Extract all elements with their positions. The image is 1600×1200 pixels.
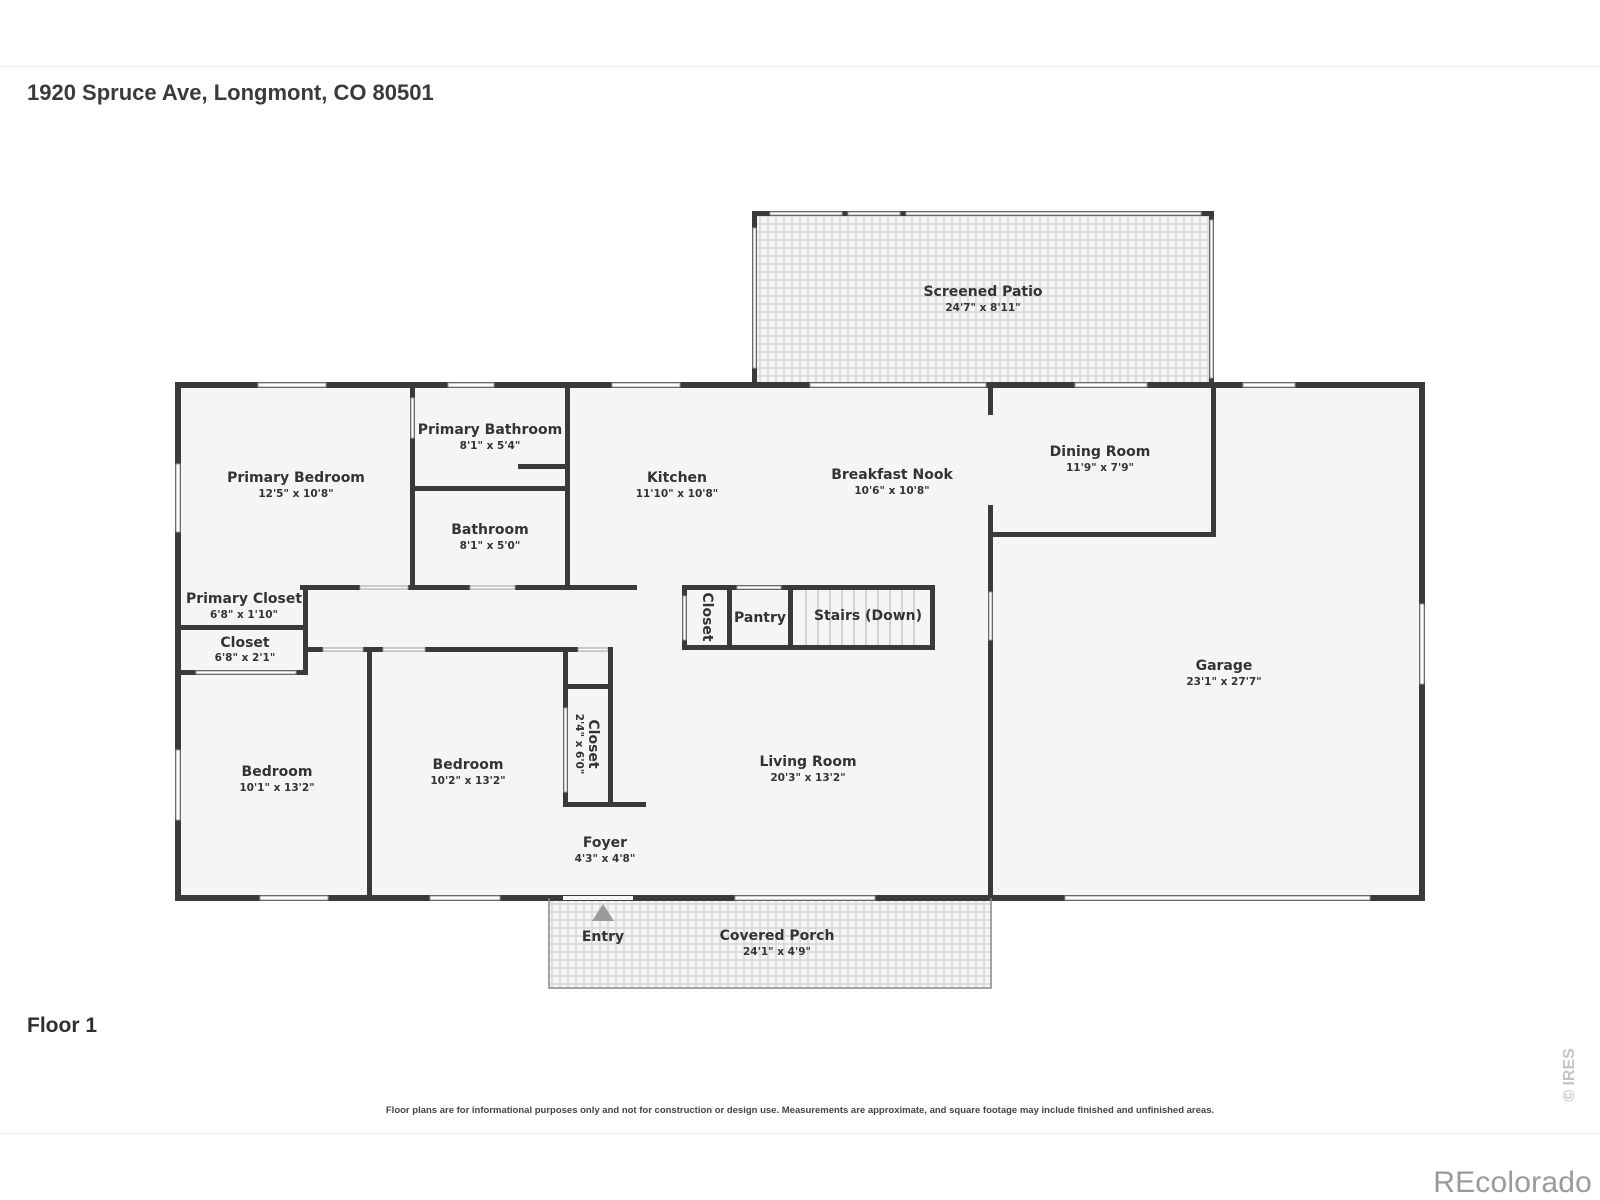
svg-text:Primary Bedroom: Primary Bedroom xyxy=(227,470,365,486)
svg-text:8'1" x 5'0": 8'1" x 5'0" xyxy=(460,540,521,552)
svg-text:6'8" x 2'1": 6'8" x 2'1" xyxy=(215,652,276,664)
svg-text:Pantry: Pantry xyxy=(734,610,786,626)
svg-text:Bathroom: Bathroom xyxy=(451,522,529,538)
svg-text:Primary Closet: Primary Closet xyxy=(186,591,302,607)
room-label-kitchen: Kitchen 11'10" x 10'8" xyxy=(636,470,719,500)
room-label-covered-porch: Covered Porch 24'1" x 4'9" xyxy=(720,928,835,958)
svg-text:10'1" x 13'2": 10'1" x 13'2" xyxy=(239,782,314,794)
svg-text:Bedroom: Bedroom xyxy=(242,764,313,780)
patio-walls xyxy=(752,211,1214,386)
room-label-bedroom: Bedroom 10'1" x 13'2" xyxy=(239,764,314,794)
covered-porch-floor xyxy=(549,898,991,988)
disclaimer-text: Floor plans are for informational purpos… xyxy=(385,1105,1215,1116)
room-label-primary-bathroom: Primary Bathroom 8'1" x 5'4" xyxy=(418,422,562,452)
svg-text:Dining Room: Dining Room xyxy=(1050,444,1151,460)
svg-text:24'1" x 4'9": 24'1" x 4'9" xyxy=(743,946,811,958)
room-label-dining-room: Dining Room 11'9" x 7'9" xyxy=(1050,444,1151,474)
svg-text:Bedroom: Bedroom xyxy=(433,757,504,773)
room-label-closet: Closet 6'8" x 2'1" xyxy=(215,635,276,664)
room-label-primary-closet: Primary Closet 6'8" x 1'10" xyxy=(186,591,302,621)
patio-window xyxy=(1209,219,1214,379)
svg-text:Stairs (Down): Stairs (Down) xyxy=(814,608,922,624)
porch-outline xyxy=(548,898,992,989)
room-label-living-room: Living Room 20'3" x 13'2" xyxy=(759,754,856,784)
interior-walls xyxy=(178,382,1216,899)
svg-text:Screened Patio: Screened Patio xyxy=(923,284,1042,300)
svg-text:10'2" x 13'2": 10'2" x 13'2" xyxy=(430,775,505,787)
room-label-primary-bedroom: Primary Bedroom 12'5" x 10'8" xyxy=(227,470,365,500)
address-title: 1920 Spruce Ave, Longmont, CO 80501 xyxy=(27,80,434,105)
svg-text:Living Room: Living Room xyxy=(759,754,856,770)
room-label-breakfast-nook: Breakfast Nook 10'6" x 10'8" xyxy=(831,467,953,497)
svg-text:24'7" x 8'11": 24'7" x 8'11" xyxy=(945,302,1020,314)
room-label-bedroom: Bedroom 10'2" x 13'2" xyxy=(430,757,505,787)
svg-text:4'3" x 4'8": 4'3" x 4'8" xyxy=(575,853,636,865)
svg-text:11'9" x 7'9": 11'9" x 7'9" xyxy=(1066,462,1134,474)
room-label-closet-2: Closet 2'4" x 6'0" xyxy=(573,714,601,775)
svg-text:8'1" x 5'4": 8'1" x 5'4" xyxy=(460,440,521,452)
svg-text:Covered Porch: Covered Porch xyxy=(720,928,835,944)
svg-text:Closet: Closet xyxy=(220,635,270,651)
svg-text:Closet: Closet xyxy=(699,592,715,642)
svg-text:12'5" x 10'8": 12'5" x 10'8" xyxy=(258,488,333,500)
svg-text:6'8" x 1'10": 6'8" x 1'10" xyxy=(210,609,278,621)
patio-window xyxy=(752,227,757,369)
svg-text:20'3" x 13'2": 20'3" x 13'2" xyxy=(770,772,845,784)
room-label-pantry: Pantry xyxy=(734,610,786,626)
patio-window xyxy=(769,211,843,216)
svg-text:Kitchen: Kitchen xyxy=(647,470,707,486)
svg-text:2'4" x 6'0": 2'4" x 6'0" xyxy=(573,714,585,775)
room-label-screened-patio: Screened Patio 24'7" x 8'11" xyxy=(923,284,1042,314)
brand-logo: REcolorado xyxy=(1433,1166,1592,1199)
stair-treads xyxy=(805,590,915,645)
svg-text:Garage: Garage xyxy=(1196,658,1253,674)
floor-label: Floor 1 xyxy=(27,1014,98,1037)
svg-text:23'1" x 27'7": 23'1" x 27'7" xyxy=(1186,676,1261,688)
room-label-garage: Garage 23'1" x 27'7" xyxy=(1186,658,1261,688)
patio-window xyxy=(905,211,1202,216)
room-label-closet-small: Closet xyxy=(699,592,715,642)
room-label-foyer: Foyer 4'3" x 4'8" xyxy=(575,835,636,865)
house-floor xyxy=(178,385,1423,899)
entry-arrow-icon xyxy=(592,904,614,921)
screened-patio-floor xyxy=(754,213,1211,385)
room-label-stairs: Stairs (Down) xyxy=(814,608,922,624)
ires-watermark: © IRES xyxy=(1561,1048,1578,1102)
patio-window xyxy=(847,211,901,216)
svg-text:Entry: Entry xyxy=(582,929,624,945)
svg-text:Closet: Closet xyxy=(585,719,601,769)
room-label-bathroom: Bathroom 8'1" x 5'0" xyxy=(451,522,529,552)
svg-text:Primary Bathroom: Primary Bathroom xyxy=(418,422,562,438)
room-label-entry: Entry xyxy=(582,929,624,945)
svg-text:Foyer: Foyer xyxy=(583,835,627,851)
svg-text:10'6" x 10'8": 10'6" x 10'8" xyxy=(854,485,929,497)
svg-text:11'10" x 10'8": 11'10" x 10'8" xyxy=(636,488,719,500)
svg-text:Breakfast Nook: Breakfast Nook xyxy=(831,467,953,483)
windows xyxy=(175,382,1425,901)
